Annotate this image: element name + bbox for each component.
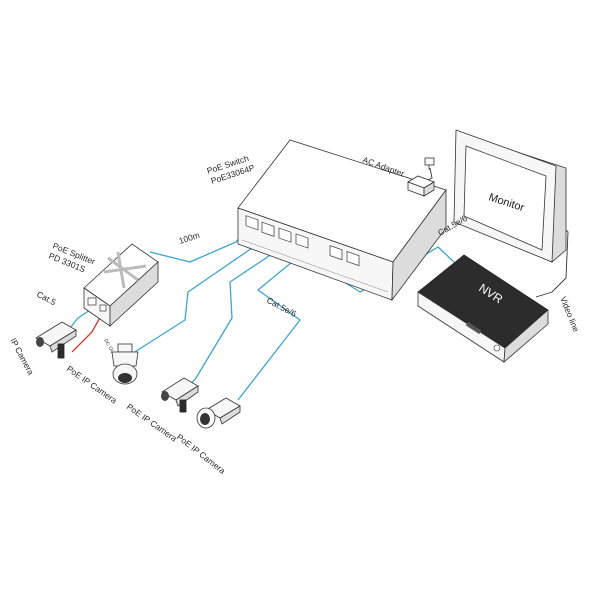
poe-ip-camera-label-3: PoE IP Camera bbox=[175, 432, 228, 476]
cable-splitter-to-ip-camera bbox=[69, 309, 91, 329]
nvr: NVR bbox=[417, 254, 549, 363]
cable-switch-to-box-camera bbox=[237, 251, 301, 401]
switch-ports bbox=[245, 215, 360, 267]
ac-adapter bbox=[407, 157, 435, 197]
video-line-label: Video line bbox=[558, 295, 581, 333]
ip-camera bbox=[35, 321, 77, 359]
poe-switch bbox=[237, 139, 447, 302]
ip-camera-label: IP Camera bbox=[8, 336, 36, 377]
poe-bullet-camera bbox=[161, 377, 199, 413]
cable-switch-to-bullet bbox=[187, 245, 281, 389]
cat5e6-camera-label: Cat.5e/6 bbox=[265, 295, 298, 319]
cable-length-label: 100m bbox=[178, 230, 201, 246]
poe-box-camera bbox=[196, 397, 241, 429]
cable-switch-to-dome bbox=[129, 237, 263, 356]
poe-dome-camera bbox=[111, 343, 139, 385]
cat5-label: Cat.5 bbox=[35, 289, 58, 307]
poe-ip-camera-label-1: PoE IP Camera bbox=[65, 363, 119, 405]
monitor: Monitor bbox=[453, 129, 567, 263]
poe-ip-camera-label-2: PoE IP Camera bbox=[125, 401, 179, 443]
